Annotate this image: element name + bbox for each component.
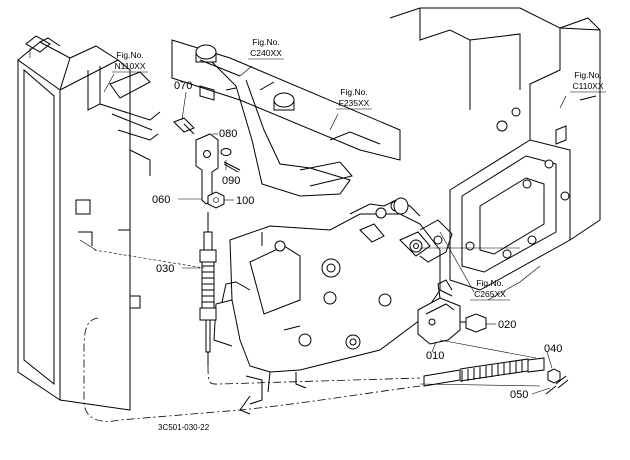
adjuster-020 [465,313,487,333]
fig-ref-f235-line1: Fig.No. [340,87,367,97]
nut-100 [207,191,225,209]
part-label-010: 010 [426,350,444,362]
part-label-080: 080 [219,128,237,140]
fig-ref-c110: Fig.No. C110XX [570,70,606,93]
part-label-100: 100 [236,195,254,207]
left-frame-assembly [17,35,161,411]
cotter-pin-090 [223,161,241,171]
actuator-010 [417,297,461,345]
nut-040 [547,368,561,384]
part-label-030: 030 [156,263,174,275]
fig-ref-n110-line1: Fig.No. [116,50,143,60]
fig-ref-c110-line1: Fig.No. [574,70,601,80]
fig-ref-f235: Fig.No. F235XX [336,87,372,110]
control-cable-030 [83,212,421,422]
clip-050 [555,375,569,389]
pin-070 [173,117,195,133]
fig-ref-n110: Fig.No. N110XX [112,50,148,73]
drawing-code: 3C501-030-22 [158,423,210,432]
leader-lines [79,65,567,395]
part-label-050: 050 [510,389,528,401]
actuator-assembly [417,279,569,395]
lever-rod-assembly [173,117,241,209]
part-label-040: 040 [544,343,562,355]
part-label-020: 020 [498,319,516,331]
fig-ref-n110-line2: N110XX [114,61,145,71]
fig-ref-f235-line2: F235XX [339,98,370,108]
fig-ref-c240: Fig.No. C240XX [248,37,284,60]
fig-ref-c110-line2: C110XX [572,81,603,91]
fig-ref-c240-line1: Fig.No. [252,37,279,47]
fig-ref-c265-line1: Fig.No. [476,278,503,288]
pedal-bracket-assembly [171,39,401,197]
fig-ref-c240-line2: C240XX [250,48,282,58]
fig-ref-c265: Fig.No. C265XX [470,278,510,301]
transmission-housing [389,7,601,291]
washer-080 [220,148,232,156]
part-label-070: 070 [174,80,192,92]
gearbox-case [213,197,453,415]
part-label-090: 090 [222,175,240,187]
fig-ref-c265-line2: C265XX [474,289,506,299]
part-label-060: 060 [152,194,170,206]
